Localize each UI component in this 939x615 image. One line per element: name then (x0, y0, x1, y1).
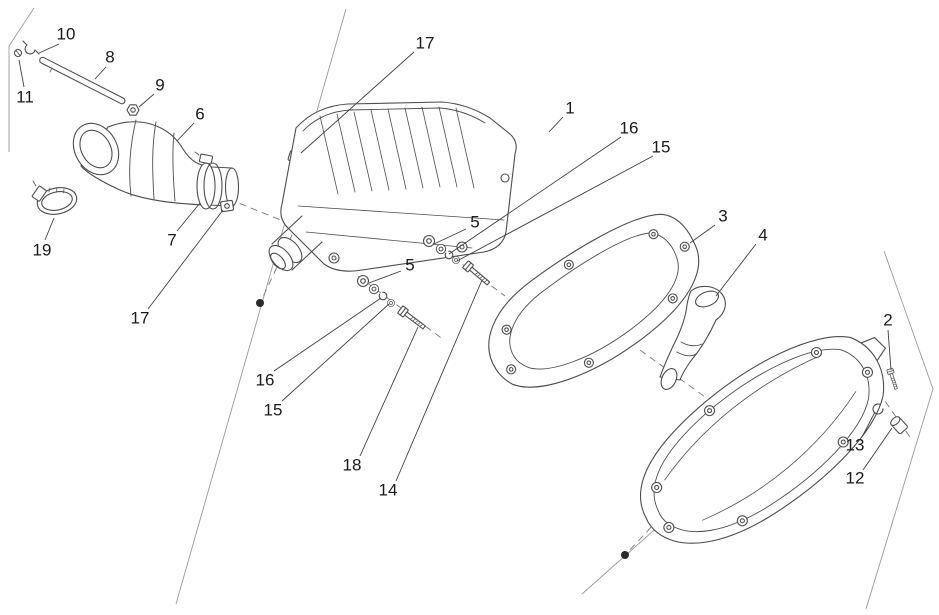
leader-line-14 (395, 279, 483, 482)
frame-lines (8, 7, 934, 610)
leader-line-5 (433, 228, 467, 245)
part-intake-tube (659, 285, 726, 390)
leader-line-6 (176, 122, 195, 142)
leader-line-5 (368, 270, 402, 284)
part-washer-5-upper (422, 234, 436, 248)
leader-line-3 (689, 224, 716, 244)
leader-line-15 (281, 303, 390, 402)
part-bolt-18 (396, 305, 428, 332)
part-clip-17-lower (220, 199, 234, 213)
part-breather-hose (39, 56, 126, 105)
leader-line-11 (18, 59, 25, 88)
leader-line-16 (273, 297, 382, 372)
part-washer-upper-2 (435, 243, 447, 255)
part-screw-11 (13, 48, 23, 58)
part-bolt-14 (461, 260, 492, 288)
part-ring-13 (872, 403, 884, 415)
leader-line-19 (44, 217, 55, 241)
part-clamp-19 (31, 180, 78, 215)
leader-line-18 (359, 326, 419, 457)
part-hose-clip (22, 40, 40, 55)
gasket-holes (501, 229, 690, 375)
leader-line-1 (548, 116, 564, 133)
leader-line-16 (448, 136, 622, 255)
leader-line-4 (715, 243, 757, 297)
parts-artwork (13, 40, 908, 544)
reference-dot-1 (256, 299, 264, 307)
part-cap-12 (890, 416, 908, 435)
reference-dot-2 (621, 551, 629, 559)
part-spring-washer-16-lower (378, 291, 388, 301)
leader-line-9 (138, 93, 155, 108)
part-washer-5-lower (356, 274, 370, 288)
leader-line-17 (300, 51, 415, 154)
fastener-group-lower (356, 274, 428, 332)
part-washer-15-lower (387, 299, 395, 307)
part-nut-9 (126, 104, 140, 116)
part-filter-gasket (488, 213, 700, 388)
part-intake-elbow (72, 119, 240, 207)
reference-dots (256, 299, 629, 559)
leader-line-10 (38, 43, 60, 54)
part-washer-lower-2 (368, 283, 380, 295)
leader-line-15 (456, 155, 654, 262)
leader-line-8 (94, 66, 107, 80)
part-screw-2 (886, 367, 900, 391)
leader-line-2 (887, 329, 892, 371)
part-hose-clamp-7 (194, 151, 223, 210)
leader-line-13 (861, 411, 876, 438)
part-filter-cover (639, 336, 886, 544)
leader-line-17 (147, 209, 224, 310)
leader-line-12 (862, 427, 893, 471)
leader-line-7 (176, 202, 201, 232)
part-air-filter-housing (268, 101, 517, 272)
cover-screw-bosses (651, 346, 873, 534)
leader-lines (18, 43, 893, 482)
housing-ribs (319, 106, 475, 195)
